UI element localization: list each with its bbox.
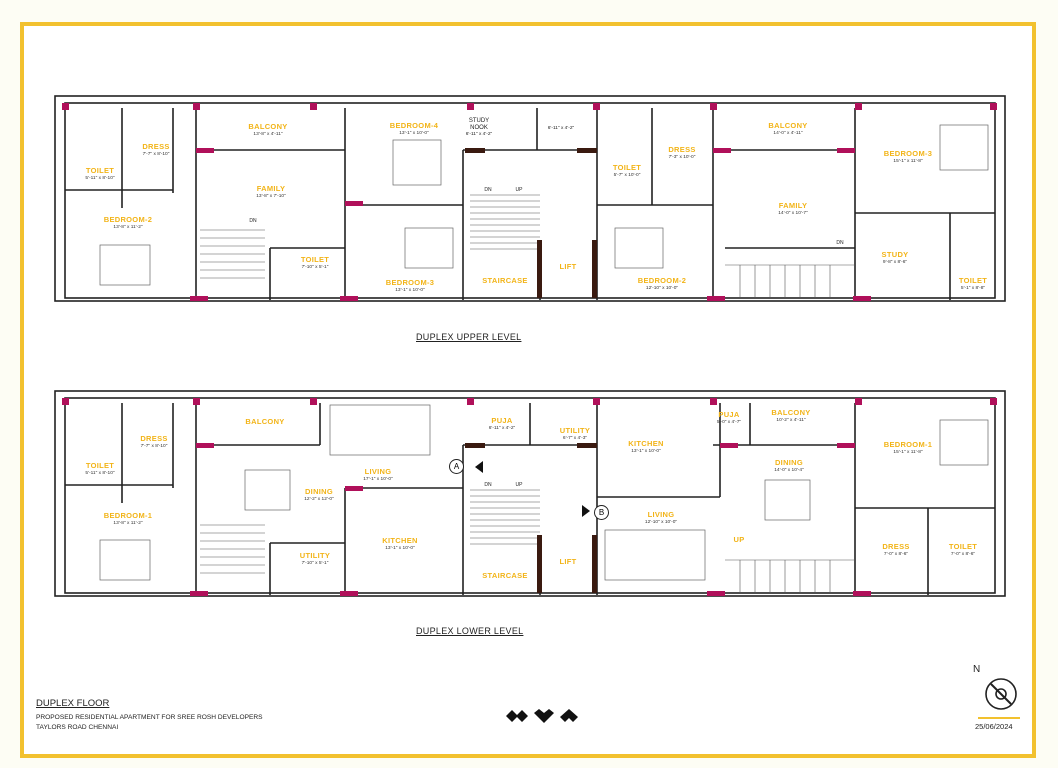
room-label: BEDROOM-3 <box>385 278 435 287</box>
room-dimension: 15'-1" x 11'-8" <box>893 450 923 455</box>
room-dimension: 7'-3" x 10'-0" <box>668 155 696 160</box>
room-label: PUJA <box>718 410 740 419</box>
room-label: BALCONY <box>768 121 808 130</box>
project-location: TAYLORS ROAD CHENNAI <box>36 724 119 731</box>
room-dimension: 13'-1" x 10'-0" <box>385 546 415 551</box>
title-block: DUPLEX FLOOR PROPOSED RESIDENTIAL APARTM… <box>36 698 263 733</box>
room-dimension: 9'-8" x 8'-6" <box>882 260 908 265</box>
room-dimension: 13'-1" x 10'-0" <box>395 288 425 293</box>
room-dimension: 5'-1" x 8'-8" <box>960 286 986 291</box>
room-label: KITCHEN <box>628 439 664 448</box>
room-dimension: 6'-7" x 4'-3" <box>562 436 588 441</box>
stair-up-label: UP <box>733 535 745 544</box>
room-label: LIFT <box>559 557 577 566</box>
drawing-title: DUPLEX FLOOR <box>36 698 110 709</box>
room-dimension: 5'-7" x 10'-0" <box>613 173 641 178</box>
room-label: BALCONY <box>248 122 288 131</box>
room-dimension: 7'-0" x 8'-6" <box>950 552 976 557</box>
room-dimension: 7'-7" x 8'-10" <box>140 444 168 449</box>
room-dimension: 5'-11" x 8'-10" <box>85 176 115 181</box>
lower-level-title: DUPLEX LOWER LEVEL <box>416 626 524 636</box>
upper-level-title: DUPLEX UPPER LEVEL <box>416 332 522 342</box>
compass-icon <box>985 678 1017 710</box>
room-label: TOILET <box>948 542 978 551</box>
shaft-dimension: 6'-11" x 4'-2" <box>547 126 575 131</box>
room-dimension: 7'-7" x 8'-10" <box>142 152 170 157</box>
room-label: BEDROOM-1 <box>103 511 153 520</box>
room-label: UTILITY <box>299 551 331 560</box>
company-logo-icon <box>506 709 578 723</box>
room-label: TOILET <box>612 163 642 172</box>
stair-up-label: UP <box>515 482 523 488</box>
room-label: BEDROOM-1 <box>883 440 933 449</box>
study-nook-dimension: 6'-11" x 4'-2" <box>465 132 493 137</box>
room-dimension: 7'-10" x 5'-1" <box>301 265 329 270</box>
stair-dn-label: DN <box>484 187 492 193</box>
room-dimension: 17'-1" x 10'-0" <box>363 477 393 482</box>
room-label: BEDROOM-2 <box>103 215 153 224</box>
room-label: STAIRCASE <box>482 276 528 285</box>
study-nook-label: STUDY <box>468 118 490 124</box>
room-dimension: 7'-0" x 8'-6" <box>883 552 909 557</box>
room-label: LIVING <box>647 510 675 519</box>
room-label: LIVING <box>364 467 392 476</box>
room-label: STAIRCASE <box>482 571 528 580</box>
room-dimension: 14'-0" x 10'-7" <box>778 211 808 216</box>
room-label: KITCHEN <box>382 536 418 545</box>
room-label: BEDROOM-3 <box>883 149 933 158</box>
room-dimension: 13'-8" x 11'-2" <box>113 225 143 230</box>
study-nook-label: NOOK <box>470 125 488 131</box>
room-label: DINING <box>304 487 334 496</box>
room-label: LIFT <box>559 262 577 271</box>
room-label: DRESS <box>142 142 170 151</box>
project-description: PROPOSED RESIDENTIAL APARTMENT FOR SREE … <box>36 714 263 721</box>
drawing-date: 25/06/2024 <box>975 722 1013 731</box>
room-dimension: 13'-1" x 10'-0" <box>631 449 661 454</box>
stair-dn-label: DN <box>836 240 844 246</box>
drawing-sheet <box>20 22 1036 758</box>
room-dimension: 10'-2" x 4'-11" <box>776 418 806 423</box>
room-dimension: 7'-10" x 5'-1" <box>301 561 329 566</box>
room-label: TOILET <box>300 255 330 264</box>
room-label: PUJA <box>491 416 513 425</box>
date-underline <box>978 717 1020 719</box>
room-dimension: 12'-10" x 10'-0" <box>644 520 678 525</box>
stair-dn-label: DN <box>484 482 492 488</box>
room-label: BEDROOM-2 <box>637 276 687 285</box>
room-dimension: 6'-11" x 4'-2" <box>488 426 516 431</box>
room-dimension: 14'-0" x 10'-4" <box>774 468 804 473</box>
room-dimension: 13'-8" x 4'-11" <box>253 132 283 137</box>
room-label: BEDROOM-4 <box>389 121 439 130</box>
room-dimension: 12'-2" x 12'-0" <box>304 497 334 502</box>
stair-up-label: UP <box>515 187 523 193</box>
room-dimension: 5'-0" x 4'-7" <box>716 420 742 425</box>
room-dimension: 13'-8" x 11'-2" <box>113 521 143 526</box>
room-label: DRESS <box>140 434 168 443</box>
stair-dn-label: DN <box>249 218 257 224</box>
entrance-arrow-icon <box>582 505 590 517</box>
room-dimension: 13'-8" x 7'-10" <box>256 194 286 199</box>
entrance-marker-a: A <box>449 459 464 474</box>
room-label: DRESS <box>668 145 696 154</box>
entrance-marker-b: B <box>594 505 609 520</box>
room-dimension: 14'-0" x 4'-11" <box>773 131 803 136</box>
room-label: TOILET <box>85 461 115 470</box>
room-dimension: 5'-11" x 8'-10" <box>85 471 115 476</box>
north-label: N <box>973 664 981 675</box>
room-label: FAMILY <box>778 201 808 210</box>
room-dimension: 13'-1" x 10'-0" <box>399 131 429 136</box>
room-label: STUDY <box>881 250 909 259</box>
room-label: FAMILY <box>256 184 286 193</box>
room-dimension: 15'-1" x 11'-8" <box>893 159 923 164</box>
room-dimension: 12'-10" x 10'-0" <box>645 286 679 291</box>
room-label: DINING <box>774 458 804 467</box>
room-label: DRESS <box>882 542 910 551</box>
room-label: UTILITY <box>559 426 591 435</box>
room-label: TOILET <box>85 166 115 175</box>
room-label: BALCONY <box>245 417 285 426</box>
room-label: BALCONY <box>771 408 811 417</box>
room-label: TOILET <box>958 276 988 285</box>
entrance-arrow-icon <box>475 461 483 473</box>
